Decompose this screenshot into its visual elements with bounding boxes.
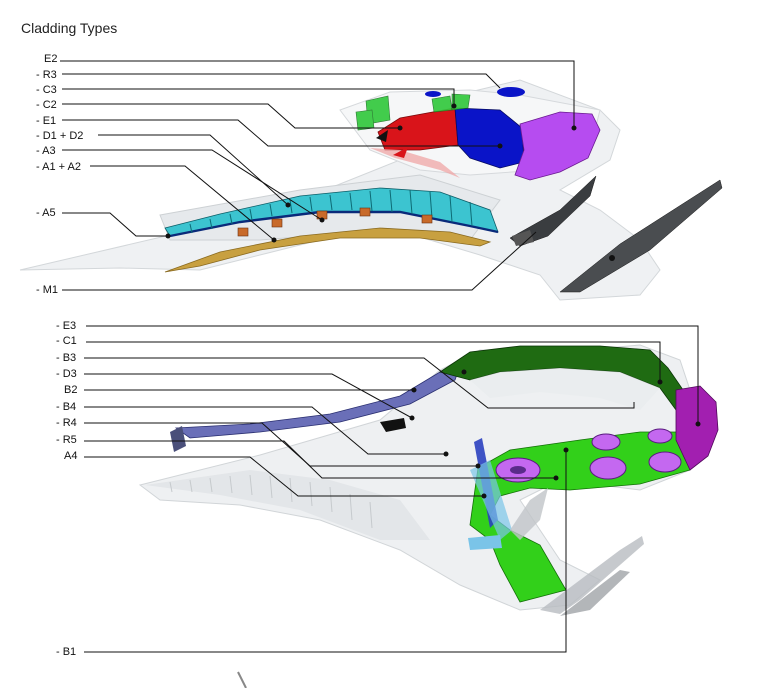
purple-nose — [514, 111, 601, 181]
label-a1-a2: - A1 + A2 — [36, 161, 81, 173]
skirt-fins — [169, 474, 373, 529]
label-a4: A4 — [64, 450, 78, 462]
label-e3: - E3 — [56, 320, 77, 332]
bottom-skirt — [145, 470, 430, 540]
lavender-end — [170, 426, 186, 452]
blade-2 — [559, 179, 723, 293]
cut-blade — [237, 671, 247, 688]
ribbon-fins — [189, 189, 473, 234]
leader-dots — [165, 103, 701, 499]
blue-volume — [454, 107, 525, 169]
label-b4: - B4 — [56, 401, 77, 413]
gold-underside — [164, 227, 492, 273]
blade-base — [512, 230, 534, 246]
grey-blade-3 — [510, 488, 548, 540]
page-title: Cladding Types — [21, 20, 118, 36]
skylight-core — [510, 466, 526, 474]
blade-pin — [609, 255, 615, 261]
label-r5: - R5 — [56, 434, 77, 446]
red-shadow — [370, 148, 460, 178]
green-panels — [355, 93, 471, 131]
light-blue-fin — [470, 460, 512, 540]
label-d1-d2: - D1 + D2 — [36, 130, 84, 142]
label-b3: - B3 — [56, 352, 77, 364]
label-c3: - C3 — [36, 84, 57, 96]
bottom-building-model — [138, 344, 719, 688]
black-box — [380, 418, 406, 432]
label-r3: - R3 — [36, 69, 57, 81]
light-blue-base — [468, 535, 502, 550]
orange-boxes — [237, 207, 433, 237]
label-a3: - A3 — [36, 145, 56, 157]
label-d3: - D3 — [56, 368, 77, 380]
label-m1: - M1 — [36, 284, 58, 296]
grey-blade-2 — [560, 570, 630, 616]
label-b2: B2 — [64, 384, 78, 396]
label-a5: - A5 — [36, 207, 56, 219]
label-r4: - R4 — [56, 417, 77, 429]
blue-cap-small — [425, 91, 441, 97]
purple-nose-bottom — [675, 385, 719, 471]
label-e1: - E1 — [36, 115, 57, 127]
label-e2: E2 — [44, 53, 58, 65]
label-b1: - B1 — [56, 646, 77, 658]
black-fin — [376, 130, 388, 142]
label-c2: - C2 — [36, 99, 57, 111]
blue-cap — [497, 87, 525, 97]
top-building-model — [19, 79, 723, 301]
label-c1: - C1 — [56, 335, 77, 347]
frame-inner — [470, 368, 660, 410]
red-fin — [393, 147, 408, 158]
leader-lines — [60, 60, 699, 653]
